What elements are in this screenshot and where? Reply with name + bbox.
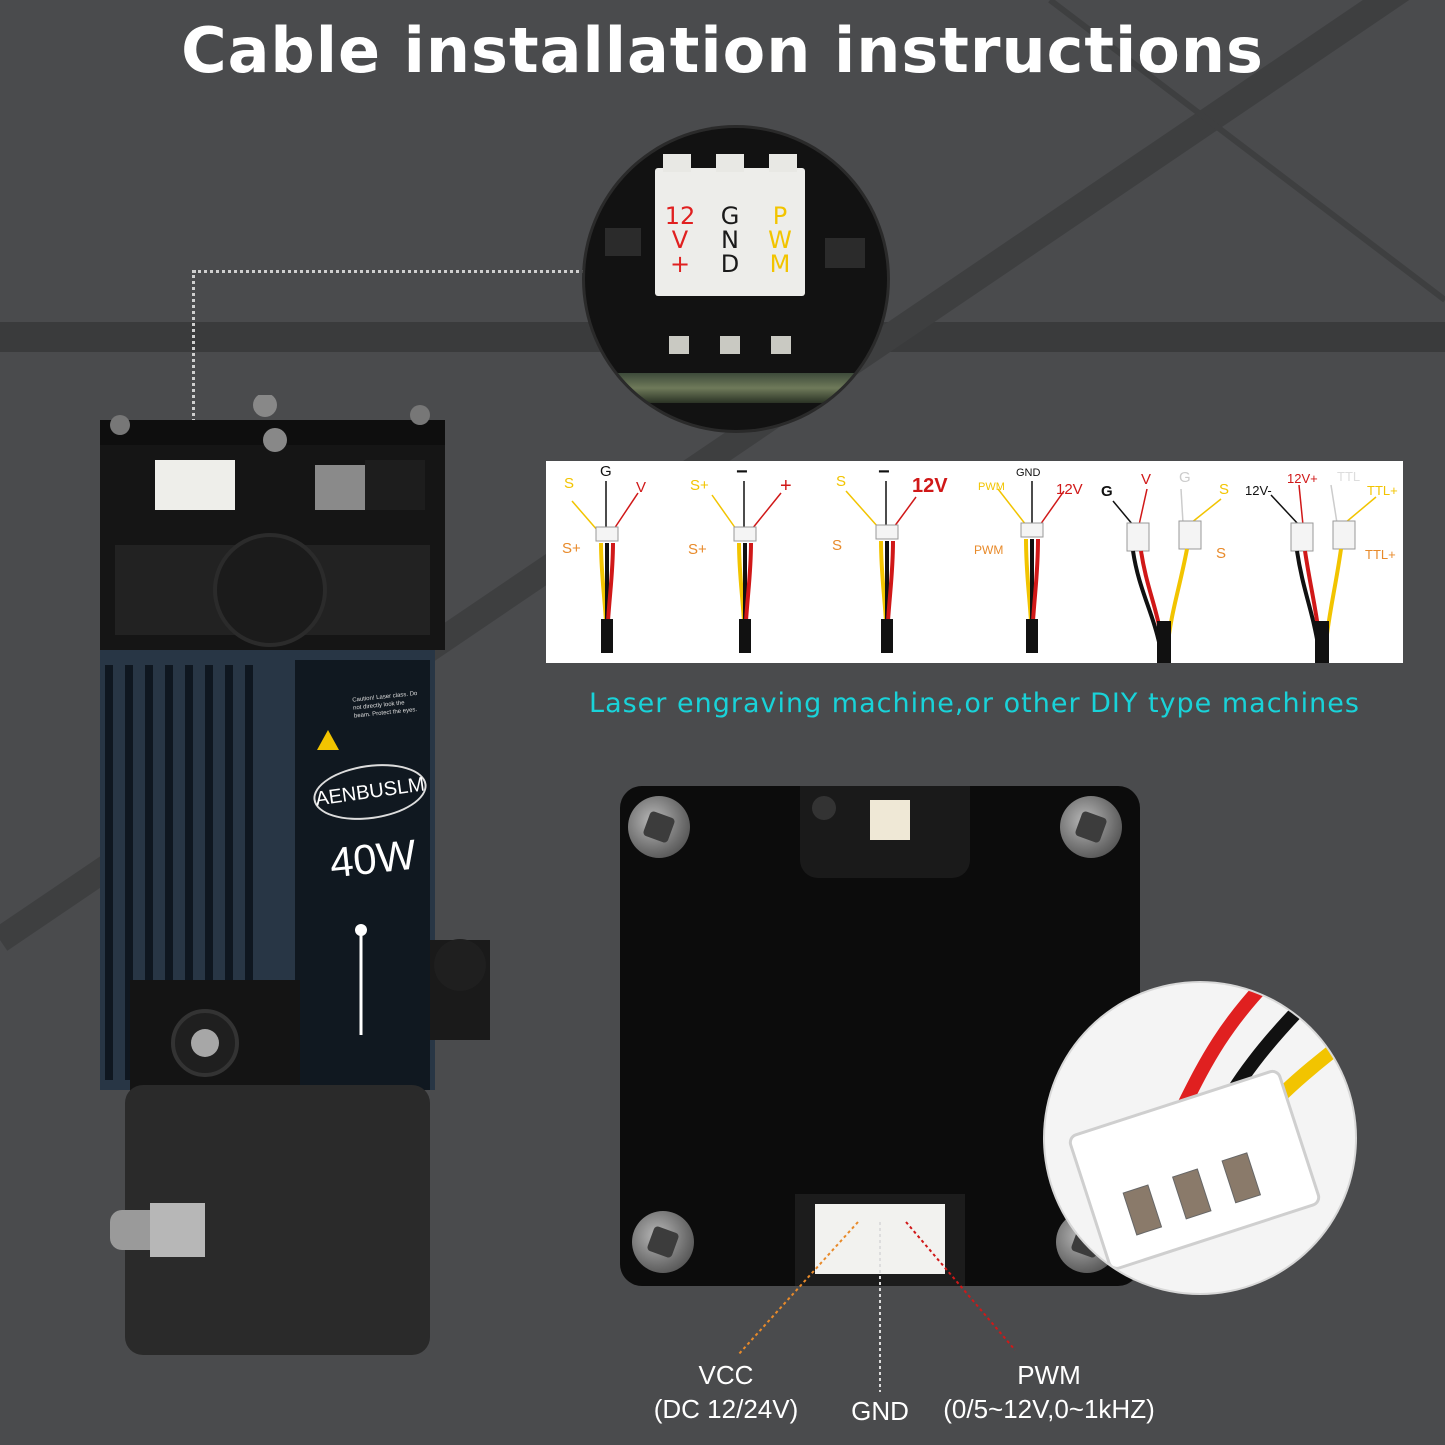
cable-wire-label: 12V [1056,481,1083,498]
vcc-label: VCC (DC 12/24V) [653,1360,799,1424]
connector-tooth [716,154,744,172]
cable-wire-label: S [1219,481,1230,498]
connector-leg [771,336,791,354]
cable-wire-label: S [564,475,575,492]
cable-wire-label: − [736,461,748,483]
cable-panel: S − 12V S [826,461,976,663]
cable-bottom-label: S+ [562,540,581,557]
cable-wire-label: − [878,461,890,483]
cable-wire-label: G [1101,483,1113,500]
cable-wire-label: V [636,479,647,496]
screw-icon [1060,796,1122,858]
connector-leg [669,336,689,354]
cable-wire-label: 12V- [1245,483,1272,498]
cable-types-strip: S G V S+ S+ − + S+ [546,461,1403,663]
cable-wire-label: TTL+ [1367,483,1398,498]
cable-wire-label: G [1179,469,1191,486]
cable-wire-label: 12V [912,475,948,497]
leader-line [193,270,585,273]
cable-bottom-label: TTL+ [1365,547,1396,562]
push-button [870,800,910,840]
laser-board [620,786,1140,1286]
cable-panel: S G V S+ [546,461,686,663]
gnd-label: GND [851,1396,909,1426]
cable-panel: S+ − + S+ [686,461,826,663]
connector-leg [720,336,740,354]
subtitle: Laser engraving machine,or other DIY typ… [589,688,1360,719]
pwm-label: PWM (0/5~12V,0~1kHZ) [943,1360,1155,1424]
cable-wire-label: S+ [690,477,709,494]
cable-drawing [845,481,917,653]
cable-panel: 12V- 12V+ TTL TTL+ TTL+ [1241,461,1403,663]
cable-bottom-label: S [1216,545,1227,562]
cable-wire-label: GND [1016,467,1041,479]
laser-module: AENBUSLM 40W Caution! Laser class. Do no… [95,393,495,1365]
cable-wire-label: TTL [1337,469,1361,484]
cable-wire-label: + [780,475,792,497]
cable-wire-label: 12V+ [1287,471,1318,486]
leader-line [192,270,195,475]
cable-drawing [1112,488,1222,663]
connector-tooth [769,154,797,172]
jst-connector [815,1204,945,1274]
cable-drawing [711,481,782,653]
led [812,796,836,820]
plug-drawing [1068,983,1355,1270]
cable-drawing [997,481,1065,653]
cable-wire-label: PWM [978,481,1005,493]
smd-component [825,238,865,268]
cable-drawing [571,481,639,653]
page-title: Cable installation instructions [181,14,1264,87]
plug-zoom [1045,983,1355,1293]
cable-wire-label: S [836,473,847,490]
cable-wire-label: G [600,463,612,480]
cable-bottom-label: PWM [974,543,1004,557]
pcb-edge [585,373,887,403]
cable-bottom-label: S [832,537,843,554]
cable-bottom-label: S+ [688,541,707,558]
cable-drawing [1270,484,1377,663]
connector-tooth [663,154,691,172]
laser-module-drawing [100,393,490,1355]
cable-wire-label: V [1141,471,1152,488]
cable-panel: G V G S S [1091,461,1241,663]
button-module [800,786,970,878]
smd-component [605,228,641,256]
cable-panel: PWM GND 12V PWM [974,461,1091,663]
screw-icon [628,796,690,858]
screw-icon [632,1211,694,1273]
